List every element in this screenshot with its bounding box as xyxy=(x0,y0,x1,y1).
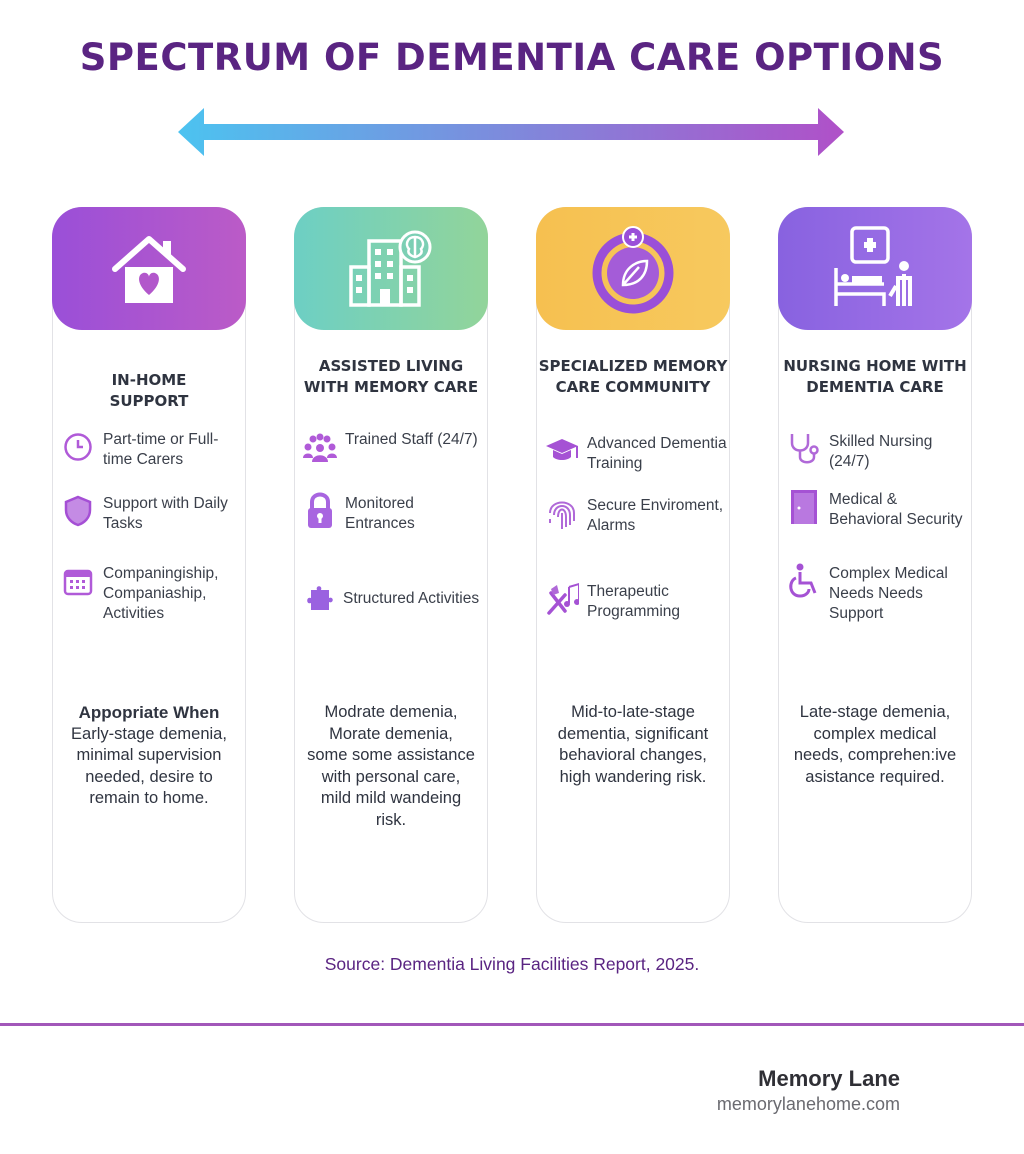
house-heart-icon xyxy=(112,235,186,303)
card-title: SPECIALIZED MEMORY CARE COMMUNITY xyxy=(538,357,728,396)
clock-icon xyxy=(61,430,95,464)
feature-item: Complex Medical Needs Needs Support xyxy=(787,563,969,624)
card-title: NURSING HOME WITH DEMENTIA CARE xyxy=(783,357,967,396)
feature-item: Part-time or Full-time Carers xyxy=(61,430,243,470)
feature-item: Secure Enviroment, Alarms xyxy=(545,496,727,536)
page-title: SPECTRUM OF DEMENTIA CARE OPTIONS xyxy=(79,36,945,79)
card-in-home-support: IN-HOME SUPPORT Part-time or Full-time C… xyxy=(52,207,246,923)
people-group-icon xyxy=(303,430,337,464)
calendar-icon xyxy=(61,564,95,598)
feature-item: Therapeutic Programming xyxy=(545,582,727,622)
feature-item: Skilled Nursing (24/7) xyxy=(787,432,969,472)
card-header xyxy=(778,207,972,330)
card-header xyxy=(536,207,730,330)
wheelchair-icon xyxy=(787,563,821,598)
brand-block: Memory Lane memorylanehome.com xyxy=(717,1066,900,1115)
card-title: IN-HOME SUPPORT xyxy=(109,371,189,410)
spectrum-arrow xyxy=(178,108,844,156)
shield-icon xyxy=(61,494,95,528)
divider xyxy=(0,1023,1024,1026)
card-title: ASSISTED LIVING WITH MEMORY CARE xyxy=(303,357,479,396)
feature-item: Monitored Entrances xyxy=(303,492,485,534)
leaf-cycle-icon xyxy=(592,225,674,313)
card-specialized-memory-care: SPECIALIZED MEMORY CARE COMMUNITY Advanc… xyxy=(536,207,730,923)
source-note: Source: Dementia Living Facilities Repor… xyxy=(324,954,700,974)
card-assisted-living: ASSISTED LIVING WITH MEMORY CARE Trained… xyxy=(294,207,488,923)
feature-item: Trained Staff (24/7) xyxy=(303,430,485,464)
feature-item: Structured Activities xyxy=(303,582,485,616)
feature-item: Medical & Behavioral Security xyxy=(787,490,969,530)
brand-url: memorylanehome.com xyxy=(716,1094,900,1114)
stethoscope-icon xyxy=(787,432,821,466)
appropriate-when: Modrate demenia, Morate demenia, some so… xyxy=(307,703,475,829)
card-header xyxy=(294,207,488,330)
music-tools-icon xyxy=(545,582,579,616)
lock-icon xyxy=(303,492,337,528)
feature-item: Companingiship, Companiaship, Activities xyxy=(61,564,243,624)
appropriate-when: Mid-to-late-stage dementia, significant … xyxy=(557,703,709,786)
card-header xyxy=(52,207,246,330)
appropriate-when: Late-stage demenia, complex medical need… xyxy=(793,703,957,786)
graduation-cap-icon xyxy=(545,434,579,468)
hospital-bed-icon xyxy=(834,225,912,306)
feature-item: Advanced Dementia Training xyxy=(545,434,727,474)
brand-name: Memory Lane xyxy=(758,1066,900,1091)
fingerprint-icon xyxy=(545,496,579,530)
door-icon xyxy=(787,490,821,524)
card-nursing-home: NURSING HOME WITH DEMENTIA CARE Skilled … xyxy=(778,207,972,923)
building-brain-icon xyxy=(349,230,432,307)
puzzle-icon xyxy=(303,582,337,616)
feature-item: Support with Daily Tasks xyxy=(61,494,243,534)
